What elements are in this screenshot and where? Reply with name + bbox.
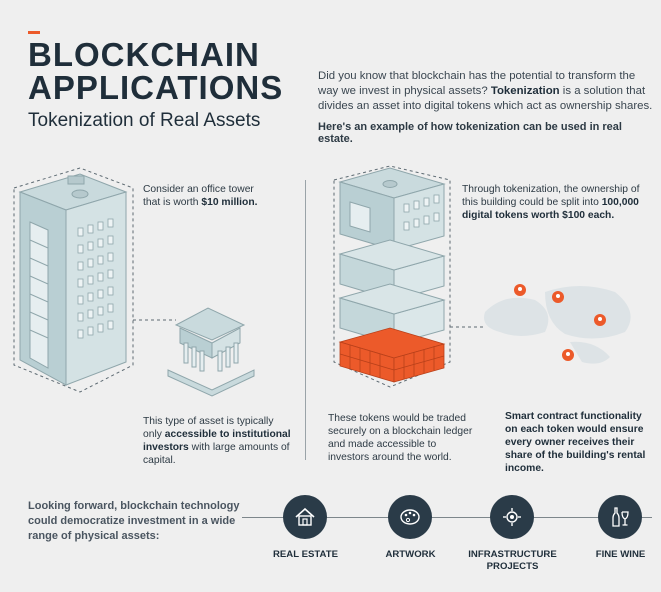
bank-icon — [167, 307, 255, 397]
asset-item-real-estate — [283, 495, 333, 539]
label-fine-wine: FINE WINE — [595, 549, 646, 560]
page-subtitle: Tokenization of Real Assets — [28, 110, 261, 131]
section-divider — [305, 180, 306, 460]
palette-icon — [388, 495, 432, 539]
intro-bold: Tokenization — [490, 85, 560, 97]
asset-text: This type of asset is typically only acc… — [143, 416, 291, 466]
house-icon — [283, 495, 327, 539]
tokenized-building-illustration — [333, 165, 631, 388]
footer-line — [242, 517, 652, 518]
intro-text-a: Did you know that blockchain has the pot… — [318, 70, 636, 97]
infrastructure-icon — [490, 495, 534, 539]
page-title: BLOCKCHAIN APPLICATIONS — [28, 38, 283, 104]
label-real-estate: REAL ESTATE — [272, 549, 339, 560]
intro-paragraph: Did you know that blockchain has the pot… — [318, 69, 653, 114]
label-artwork: ARTWORK — [385, 549, 436, 560]
title-line-2: APPLICATIONS — [28, 69, 284, 106]
office-tower-illustration — [13, 167, 255, 397]
intro-text-b: is a solution that divides an asset into… — [318, 85, 653, 112]
asset-item-fine-wine — [598, 495, 642, 539]
footer-text: Looking forward, blockchain technology c… — [28, 500, 240, 542]
label-infrastructure: INFRASTRUCTURE PROJECTS — [468, 549, 557, 572]
asset-item-infrastructure — [490, 495, 534, 539]
smart-contract-text: Smart contract functionality on each tok… — [505, 411, 646, 474]
tower-text: Consider an office tower that is worth $… — [143, 184, 258, 208]
traded-text: These tokens would be traded securely on… — [328, 413, 473, 463]
intro-example: Here's an example of how tokenization ca… — [318, 121, 622, 145]
title-line-1: BLOCKCHAIN — [28, 36, 260, 73]
wine-icon — [598, 495, 642, 539]
accent-bar — [28, 31, 40, 34]
world-map — [484, 286, 631, 364]
asset-item-artwork — [388, 495, 432, 539]
tokenization-text: Through tokenization, the ownership of t… — [462, 184, 640, 221]
